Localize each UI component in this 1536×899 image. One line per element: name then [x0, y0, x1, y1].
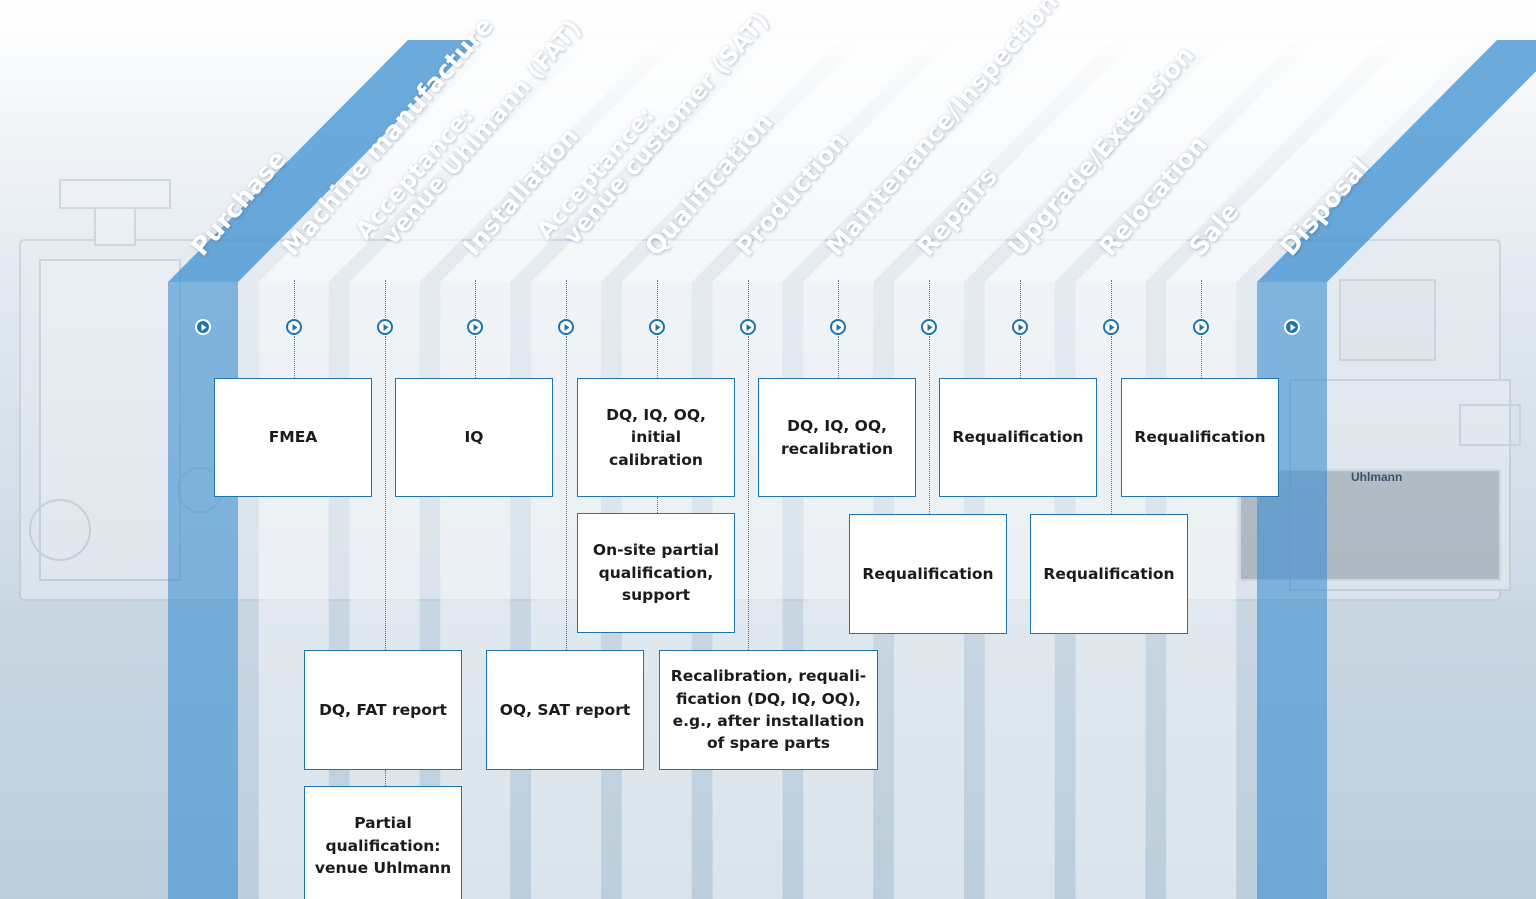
box-requalification-upgrade: Requalification: [939, 378, 1097, 497]
connector-line: [1201, 336, 1203, 378]
box-fmea: FMEA: [214, 378, 372, 497]
connector-line: [475, 336, 477, 378]
phase-disposal-play-icon[interactable]: [1284, 319, 1300, 335]
phase-relocation-play-icon[interactable]: [1102, 319, 1119, 335]
phase-repairs-play-icon[interactable]: [921, 319, 937, 335]
phase-purchase-band-top: [168, 40, 478, 282]
phase-disposal-band-top: [1257, 40, 1536, 282]
connector-line: [293, 280, 295, 318]
phase-repairs-band-top: [894, 40, 1204, 282]
connector-line: [747, 336, 749, 650]
phase-installation-play-icon[interactable]: [467, 319, 484, 335]
box-partial-uhlmann: Partial qualification: venue Uhlmann: [304, 786, 462, 899]
box-requalification-repairs: Requalification: [849, 514, 1007, 634]
connector-line: [656, 497, 658, 513]
phase-production-band-top: [712, 40, 1023, 282]
phase-acceptance-venue-uhlmann-fat-band-top: [349, 40, 660, 282]
connector-line: [656, 336, 658, 378]
box-onsite-partial: On-site partial qualification, support: [577, 513, 735, 633]
phase-disposal-band: [1257, 282, 1327, 899]
phase-relocation-band-top: [1075, 40, 1386, 282]
phase-qualification-band-top: [621, 40, 932, 282]
phase-maintenance-inspection-band-top: [803, 40, 1114, 282]
connector-line: [475, 280, 477, 318]
phase-purchase-band: [168, 282, 238, 899]
phase-qualification-play-icon[interactable]: [648, 319, 665, 335]
connector-line: [566, 280, 567, 318]
connector-line: [1201, 280, 1203, 318]
box-oq-sat: OQ, SAT report: [486, 650, 644, 770]
connector-line: [747, 280, 749, 318]
box-requalification-sale: Requalification: [1121, 378, 1279, 497]
phase-sale-play-icon[interactable]: [1193, 319, 1210, 335]
connector-line: [656, 280, 658, 318]
phase-sale-band-top: [1166, 40, 1477, 282]
phase-installation-band-top: [440, 40, 751, 282]
box-dq-iq-oq-recal: DQ, IQ, OQ, recalibration: [758, 378, 916, 497]
connector-line: [384, 280, 386, 318]
phase-production-play-icon[interactable]: [739, 319, 756, 335]
phase-upgrade-extension-band-top: [984, 40, 1295, 282]
phase-acceptance-venue-customer-sat-play-icon[interactable]: [558, 319, 574, 335]
connector-line: [838, 336, 840, 378]
brand-label: Uhlmann: [1351, 470, 1403, 484]
phase-machine-manufacture-band-top: [258, 40, 569, 282]
connector-line: [566, 336, 567, 650]
connector-line: [929, 336, 930, 514]
phase-acceptance-venue-customer-sat-band-top: [531, 40, 841, 282]
connector-line: [1110, 280, 1112, 318]
box-dq-iq-oq-initial: DQ, IQ, OQ, initial calibration: [577, 378, 735, 497]
phase-machine-manufacture-play-icon[interactable]: [285, 319, 302, 335]
connector-line: [1019, 280, 1021, 318]
phase-maintenance-inspection-play-icon[interactable]: [830, 319, 847, 335]
box-iq: IQ: [395, 378, 553, 497]
phase-purchase-play-icon[interactable]: [195, 319, 211, 335]
box-requalification-relocation: Requalification: [1030, 514, 1188, 634]
connector-line: [293, 336, 295, 378]
box-recal-requal: Recalibration, requali-fication (DQ, IQ,…: [659, 650, 878, 770]
phase-upgrade-extension-play-icon[interactable]: [1011, 319, 1028, 335]
connector-line: [1110, 336, 1112, 514]
box-dq-fat: DQ, FAT report: [304, 650, 462, 770]
connector-line: [384, 336, 386, 650]
connector-line: [1019, 336, 1021, 378]
connector-line: [929, 280, 930, 318]
connector-line: [384, 770, 386, 786]
phase-acceptance-venue-uhlmann-fat-play-icon[interactable]: [376, 319, 393, 335]
connector-line: [838, 280, 840, 318]
